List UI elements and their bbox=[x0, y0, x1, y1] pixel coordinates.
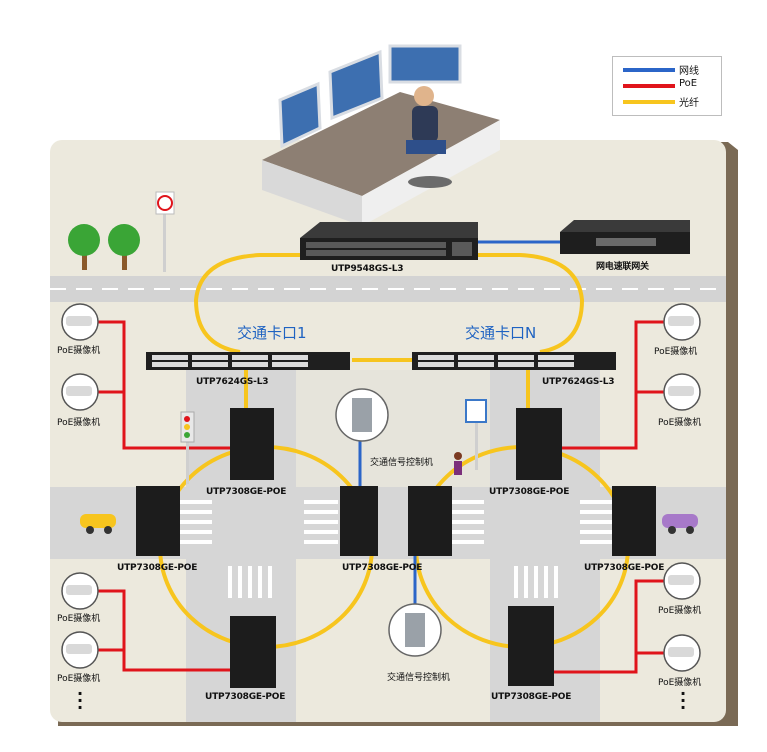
more-cameras-right-icon: ··· bbox=[680, 684, 687, 717]
no-entry-sign-icon bbox=[155, 191, 175, 272]
camera-left-4-label: PoE摄像机 bbox=[57, 674, 101, 684]
core-switch bbox=[300, 222, 478, 260]
legend-swatch-poe bbox=[623, 84, 675, 88]
camera-right-2-label: PoE摄像机 bbox=[658, 418, 702, 428]
pedestrian-icon bbox=[454, 452, 462, 475]
legend-label-fiber: 光纤 bbox=[679, 98, 699, 109]
controller-top-label: 交通信号控制机 bbox=[370, 458, 434, 468]
traffic-light-icon bbox=[180, 411, 195, 484]
agg-left-label: UTP7624GS-L3 bbox=[196, 377, 269, 387]
controller-bottom-label: 交通信号控制机 bbox=[387, 673, 451, 683]
aggregation-switch-right bbox=[412, 352, 616, 370]
camera-left-4 bbox=[61, 631, 99, 669]
camera-left-3-label: PoE摄像机 bbox=[57, 614, 101, 624]
industrial-switch-bottom-right bbox=[508, 606, 554, 686]
legend-swatch-ethernet bbox=[623, 68, 675, 72]
camera-right-4-label: PoE摄像机 bbox=[658, 678, 702, 688]
camera-right-1-label: PoE摄像机 bbox=[654, 347, 698, 357]
camera-right-3-label: PoE摄像机 bbox=[658, 606, 702, 616]
sw-bottom-right-label: UTP7308GE-POE bbox=[491, 692, 572, 702]
poe-links bbox=[96, 320, 664, 674]
camera-right-3 bbox=[663, 562, 701, 600]
legend-label-ethernet: 网线 bbox=[679, 66, 699, 77]
camera-right-2 bbox=[663, 373, 701, 411]
sw-top-left-label: UTP7308GE-POE bbox=[206, 487, 287, 497]
pedestrian-sign-icon bbox=[465, 399, 487, 470]
control-center bbox=[262, 44, 500, 226]
camera-right-1 bbox=[663, 303, 701, 341]
camera-left-2-label: PoE摄像机 bbox=[57, 418, 101, 428]
car-purple-icon bbox=[662, 514, 698, 534]
signal-controller-top bbox=[335, 388, 389, 442]
industrial-switch-top-left bbox=[230, 408, 274, 480]
industrial-switch-right bbox=[612, 486, 656, 556]
industrial-switch-center bbox=[340, 486, 378, 556]
more-cameras-left-icon: ··· bbox=[77, 684, 84, 717]
sw-bottom-left-label: UTP7308GE-POE bbox=[205, 692, 286, 702]
tree-icon bbox=[68, 224, 140, 270]
agg-right-label: UTP7624GS-L3 bbox=[542, 377, 615, 387]
legend-label-poe: PoE bbox=[679, 78, 698, 89]
gateway-device bbox=[560, 220, 690, 254]
signal-controller-bottom bbox=[388, 603, 442, 657]
sw-top-right-label: UTP7308GE-POE bbox=[489, 487, 570, 497]
camera-right-4 bbox=[663, 634, 701, 672]
gateway-label: 网电速联网关 bbox=[596, 262, 649, 272]
aggregation-switch-left bbox=[146, 352, 350, 370]
sw-right-label: UTP7308GE-POE bbox=[584, 563, 665, 573]
camera-left-2 bbox=[61, 373, 99, 411]
ethernet-links bbox=[358, 240, 562, 605]
sw-center-label: UTP7308GE-POE bbox=[342, 563, 423, 573]
industrial-switch-left bbox=[136, 486, 180, 556]
camera-left-1 bbox=[61, 303, 99, 341]
industrial-switch-top-right bbox=[516, 408, 562, 480]
car-yellow-icon bbox=[80, 514, 116, 534]
camera-left-1-label: PoE摄像机 bbox=[57, 346, 101, 356]
legend-swatch-fiber bbox=[623, 100, 675, 104]
camera-left-3 bbox=[61, 572, 99, 610]
industrial-switch-center-right bbox=[408, 486, 452, 556]
zone-1-label: 交通卡口1 bbox=[237, 324, 307, 342]
legend: 网线 PoE 光纤 bbox=[612, 56, 722, 116]
core-switch-label: UTP9548GS-L3 bbox=[331, 264, 404, 274]
industrial-switch-bottom-left bbox=[230, 616, 276, 688]
sw-left-label: UTP7308GE-POE bbox=[117, 563, 198, 573]
zone-n-label: 交通卡口N bbox=[465, 324, 537, 342]
